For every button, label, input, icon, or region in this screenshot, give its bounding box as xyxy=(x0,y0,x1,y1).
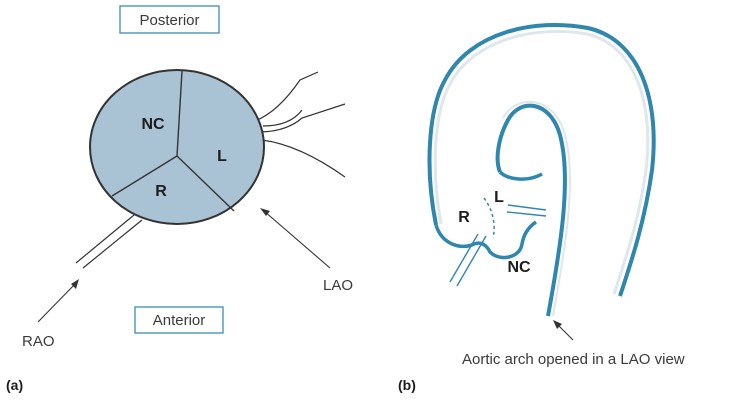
panel-b: L R NC Aortic arch opened in a LAO view … xyxy=(398,22,685,393)
aortic-root xyxy=(434,170,543,260)
aortic-arch-outer xyxy=(427,22,656,297)
aortic-arch-inner-inner-line xyxy=(502,101,571,317)
anterior-label: Anterior xyxy=(153,312,206,329)
rao-arrow xyxy=(37,282,77,323)
cusp-nc-label-b: NC xyxy=(507,259,531,276)
cusp-nc-label: NC xyxy=(141,116,165,133)
right-coronary-artery xyxy=(75,214,143,269)
aortic-arch-inner xyxy=(495,103,567,317)
cusp-l-label-b: L xyxy=(494,189,504,206)
aortic-arch-outer-inner-line xyxy=(433,30,650,295)
rao-label: RAO xyxy=(22,333,55,350)
commissure-dashed xyxy=(483,197,495,239)
commissure-lines xyxy=(111,70,235,212)
left-coronary-ostium xyxy=(506,204,547,217)
posterior-box xyxy=(119,5,220,34)
lao-arrowhead xyxy=(260,208,270,216)
lao-arrow xyxy=(263,210,331,269)
anterior-box xyxy=(134,306,224,334)
cusp-r-label: R xyxy=(155,183,167,200)
caption-label: Aortic arch opened in a LAO view xyxy=(462,351,685,368)
cusp-r-label-b: R xyxy=(458,209,470,226)
panel-a-tag: (a) xyxy=(6,377,23,393)
posterior-label: Posterior xyxy=(139,12,199,29)
right-coronary-ostium xyxy=(449,233,487,287)
lao-label: LAO xyxy=(323,277,353,294)
left-coronary-artery xyxy=(254,71,346,178)
panel-a: Posterior NC L R LAO RAO Anterior (a) xyxy=(6,5,353,393)
panel-b-tag: (b) xyxy=(398,377,416,393)
caption-arrowhead xyxy=(553,320,562,329)
cusp-l-label: L xyxy=(217,148,227,165)
rao-arrowhead xyxy=(71,279,79,289)
